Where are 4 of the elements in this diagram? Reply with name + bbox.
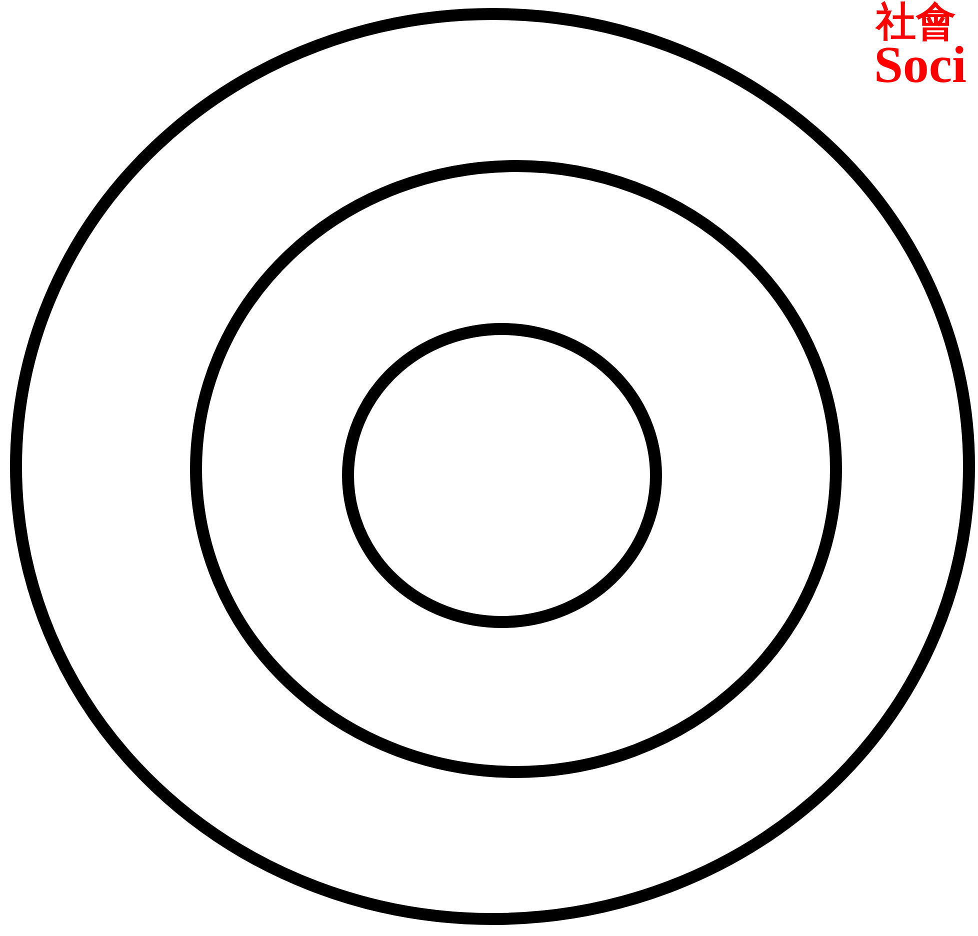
heading-text: 社會 xyxy=(876,2,956,42)
heading-text: Soci xyxy=(874,40,966,92)
ring-outline xyxy=(190,160,842,778)
ring-outline xyxy=(342,323,662,628)
